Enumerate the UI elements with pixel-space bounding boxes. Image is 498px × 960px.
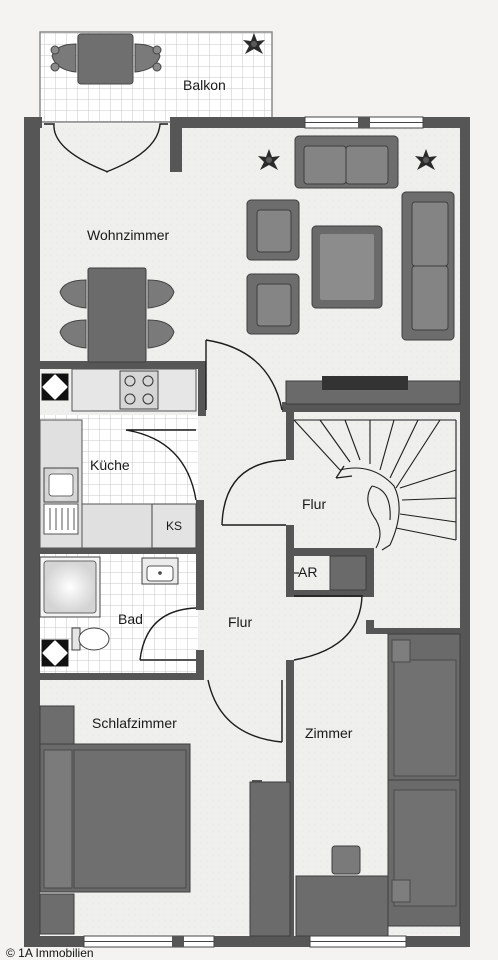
windows [83, 116, 424, 948]
shaft-icon [41, 373, 69, 401]
bed-lower [387, 779, 461, 927]
kitchen: KS Küche [39, 368, 197, 549]
bath-door [139, 607, 197, 661]
room-label-bad: Bad [118, 611, 143, 627]
window-bottom-left [83, 935, 215, 948]
room-label-flur-lower: Flur [228, 614, 252, 630]
bedroom-nightstand-bottom [39, 893, 75, 935]
drying-rack [43, 503, 79, 535]
sofa-top [294, 135, 399, 189]
kitchen-door [125, 429, 197, 501]
room-label-kueche: Küche [90, 457, 130, 473]
bedroom-wardrobe [249, 781, 291, 937]
room-label-zimmer: Zimmer [305, 725, 353, 741]
fridge-label: KS [166, 519, 182, 533]
balcony-door-left [44, 123, 109, 173]
room-label-balkon: Balkon [183, 77, 226, 93]
fridge: KS [151, 503, 197, 549]
ar-label: AR [298, 564, 317, 580]
toilet [71, 627, 110, 651]
bathroom-sink [141, 557, 179, 585]
bathroom: Bad [39, 556, 179, 651]
bedroom-door [207, 679, 283, 743]
living-room-furniture: Wohnzimmer [59, 135, 461, 405]
flur-door [221, 459, 287, 526]
shower [39, 556, 101, 618]
balcony-chair-right [134, 43, 162, 73]
sofa-right [401, 191, 455, 341]
armchair-upper [246, 199, 300, 261]
balcony-door-right [105, 123, 168, 173]
desk [295, 845, 389, 937]
window-top [304, 116, 424, 129]
plant-icon [258, 149, 280, 170]
zimmer: Zimmer [295, 633, 461, 937]
room-label-wohnzimmer: Wohnzimmer [87, 227, 170, 243]
bedroom-nightstand-top [39, 705, 75, 747]
balcony-table [77, 33, 134, 85]
bed-upper [387, 633, 461, 781]
living-door [205, 339, 283, 411]
staircase [293, 419, 457, 551]
ar-closet: AR [294, 555, 367, 591]
plant-icon [415, 149, 437, 170]
balcony-chair-left [50, 43, 77, 73]
shaft-icon [41, 639, 69, 667]
armchair-lower [246, 273, 300, 335]
coffee-table [311, 225, 383, 309]
ar-door [293, 595, 363, 661]
window-bottom-right [309, 935, 407, 948]
dining-table [59, 267, 175, 363]
kitchen-sink [43, 467, 79, 503]
kitchen-counter-bottom [81, 503, 153, 549]
bedroom: Schlafzimmer [39, 705, 291, 937]
doors [44, 123, 363, 743]
tv-sideboard [285, 376, 461, 405]
balcony: Balkon [39, 31, 273, 123]
stove-icon [119, 370, 159, 410]
room-label-flur-upper: Flur [302, 496, 326, 512]
room-label-schlafzimmer: Schlafzimmer [92, 715, 177, 731]
copyright-notice: © 1A Immobilien [6, 946, 94, 960]
double-bed [39, 743, 191, 893]
plant-icon [243, 33, 265, 54]
